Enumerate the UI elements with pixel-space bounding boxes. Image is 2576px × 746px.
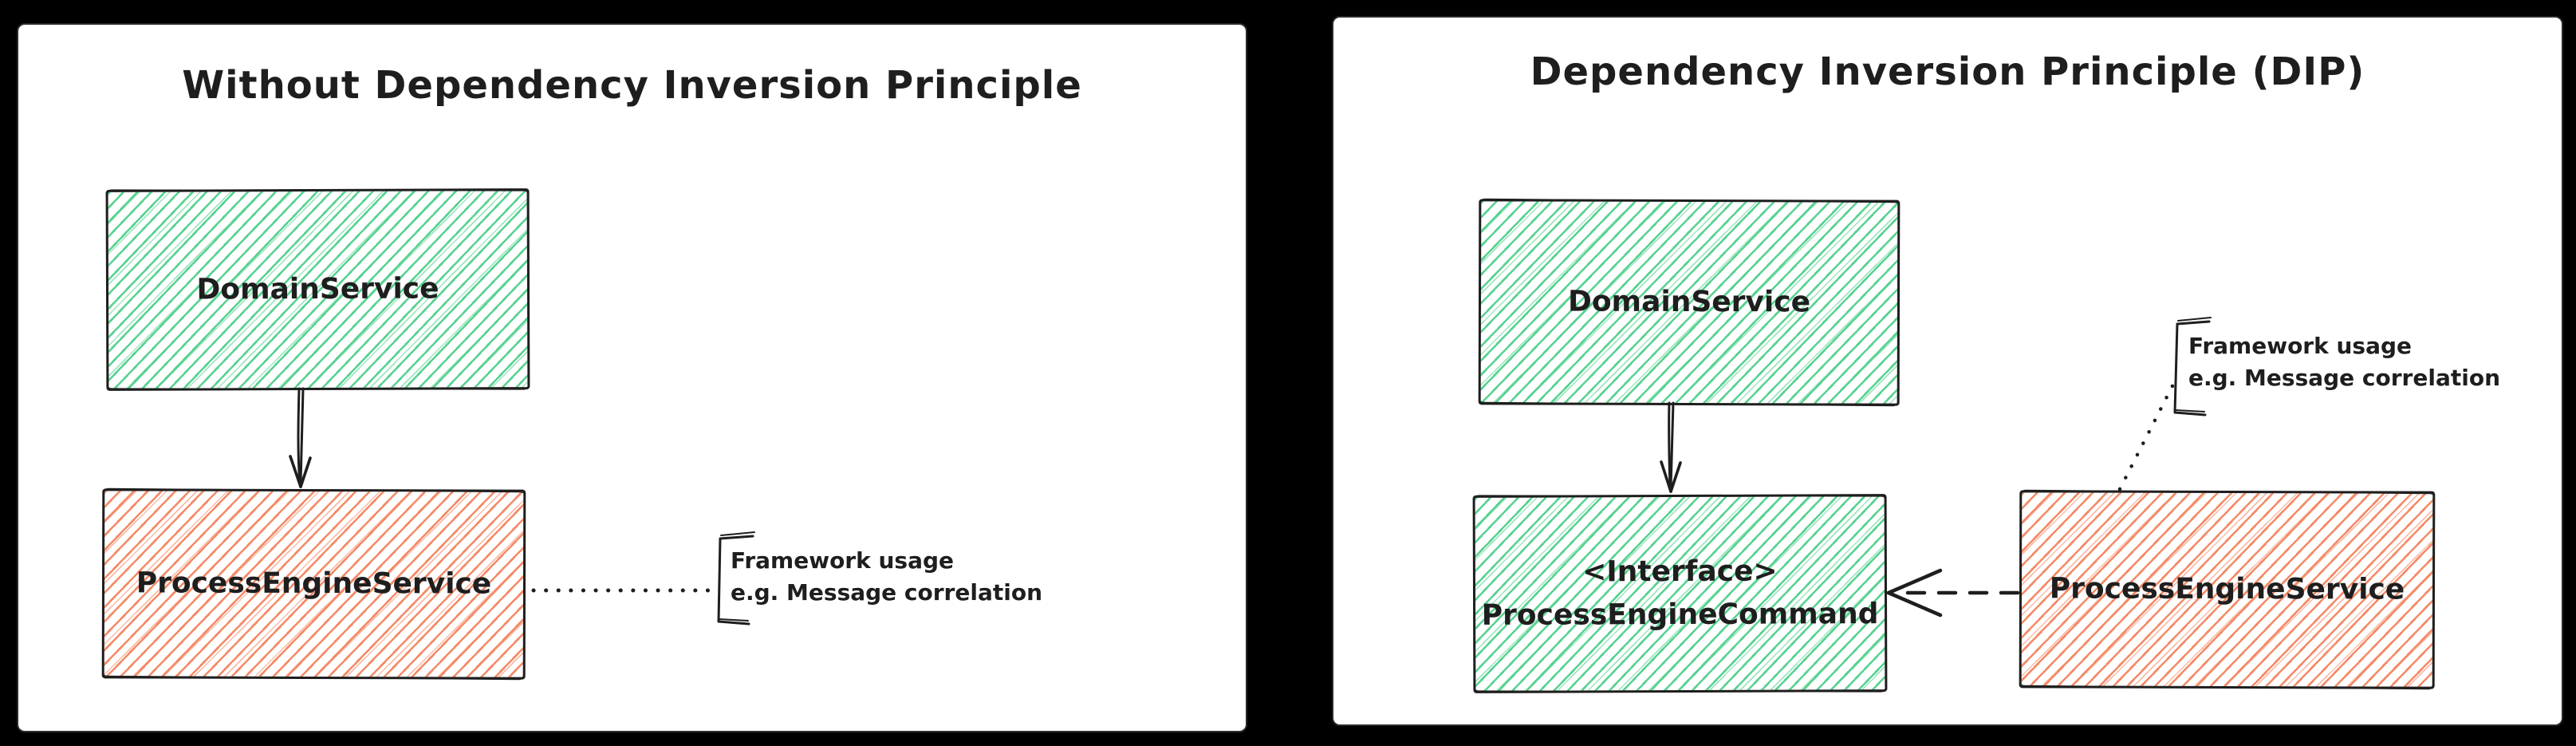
interface-name: ProcessEngineCommand	[1481, 598, 1879, 632]
domain-service-label: DomainService	[1567, 285, 1811, 319]
process-engine-service-label: ProcessEngineService	[136, 566, 492, 601]
annotation-line-1: Framework usage	[2188, 333, 2413, 359]
right-panel-title: Dependency Inversion Principle (DIP)	[1530, 49, 2365, 94]
annotation-line-2: e.g. Message correlation	[731, 579, 1043, 606]
process-engine-command-interface-box: <Interface> ProcessEngineCommand	[1472, 494, 1888, 693]
process-engine-service-box: ProcessEngineService	[2019, 490, 2436, 689]
interface-box-label: <Interface> ProcessEngineCommand	[1481, 550, 1879, 637]
dependency-arrow	[289, 387, 312, 488]
left-panel-title: Without Dependency Inversion Principle	[182, 63, 1082, 108]
interface-stereotype: <Interface>	[1582, 555, 1778, 589]
framework-usage-annotation: Framework usage e.g. Message correlation	[731, 545, 1042, 609]
framework-usage-annotation: Framework usage e.g. Message correlation	[2188, 330, 2500, 394]
dotted-connector	[2117, 374, 2180, 491]
domain-service-label: DomainService	[196, 272, 439, 306]
implements-dashed-arrow	[1886, 568, 2020, 618]
process-engine-service-label: ProcessEngineService	[2049, 572, 2405, 606]
annotation-line-1: Framework usage	[731, 547, 955, 574]
domain-service-box: DomainService	[1478, 199, 1900, 406]
process-engine-service-box: ProcessEngineService	[101, 488, 526, 680]
domain-service-box: DomainService	[105, 188, 530, 391]
left-panel: Without Dependency Inversion Principle D…	[17, 23, 1247, 732]
dependency-arrow	[1660, 401, 1682, 493]
annotation-line-2: e.g. Message correlation	[2188, 365, 2501, 391]
right-panel: Dependency Inversion Principle (DIP) Dom…	[1332, 16, 2563, 726]
